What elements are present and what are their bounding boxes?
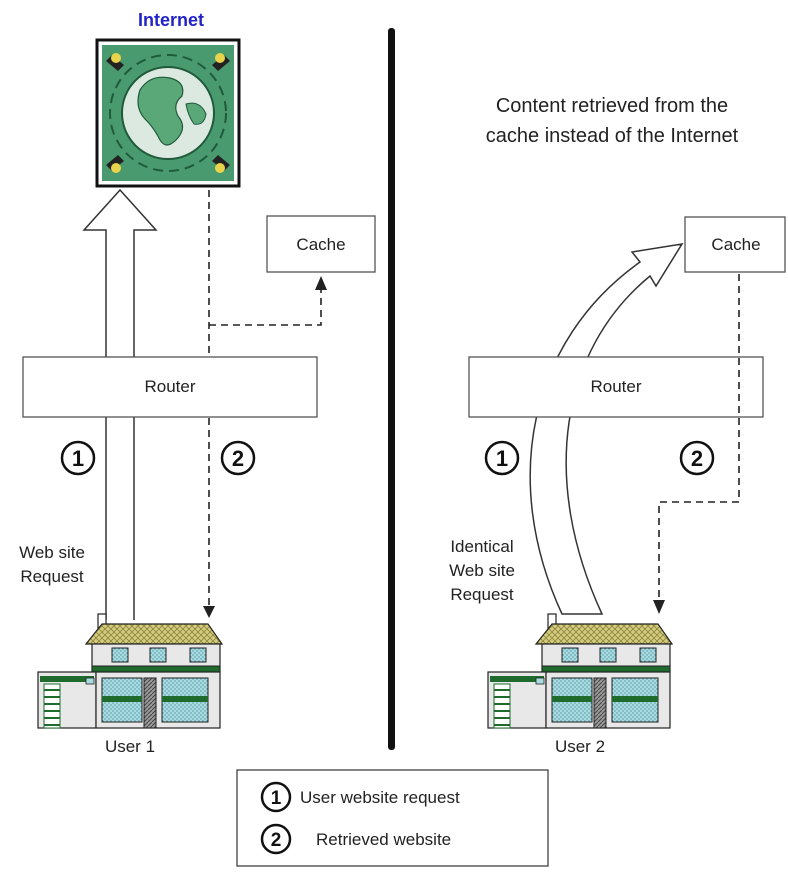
legend-item-2-num: 2 (271, 830, 282, 851)
step2-badge-right: 2 (679, 440, 715, 476)
house-icon-user2 (487, 613, 673, 729)
house-icon-user1 (37, 613, 223, 729)
internet-label: Internet (138, 10, 204, 30)
internet-globe-icon (95, 38, 241, 188)
svg-text:1: 1 (496, 446, 508, 471)
retrieved-path-right (658, 274, 740, 602)
request-label-right-line1: Identical (450, 537, 513, 556)
step1-badge-left: 1 (60, 440, 96, 476)
legend-item-1-num: 1 (271, 788, 282, 809)
panel-divider (388, 28, 395, 750)
svg-text:1: 1 (72, 446, 84, 471)
legend-item-1-text: User website request (300, 788, 460, 807)
legend-item-2-text: Retrieved website (316, 830, 451, 849)
step2-badge-left: 2 (220, 440, 256, 476)
request-label-right-line3: Request (450, 585, 514, 604)
router-label-left: Router (144, 377, 195, 396)
legend: 1 User website request 2 Retrieved websi… (236, 769, 549, 867)
legend-item-1: 1 User website request (260, 781, 460, 813)
step1-badge-right: 1 (484, 440, 520, 476)
router-label-right: Router (590, 377, 641, 396)
request-label-left-line1: Web site (19, 543, 85, 562)
cache-box-right (684, 216, 786, 273)
cache-label-right: Cache (711, 235, 760, 254)
request-arrow-right (529, 243, 684, 615)
caption-line1: Content retrieved from the (496, 95, 728, 117)
request-label-right-line2: Web site (449, 561, 515, 580)
cache-label-left: Cache (296, 235, 345, 254)
caption-line2: cache instead of the Internet (486, 125, 739, 147)
legend-item-2: 2 Retrieved website (260, 823, 451, 855)
router-box-right (468, 356, 764, 418)
request-label-left-line2: Request (20, 567, 84, 586)
router-box-left (22, 356, 318, 418)
svg-text:2: 2 (232, 446, 244, 471)
cache-box-left (266, 215, 376, 273)
user2-label: User 2 (555, 737, 605, 756)
cache-store-path (209, 290, 322, 326)
svg-text:2: 2 (691, 446, 703, 471)
user1-label: User 1 (105, 737, 155, 756)
